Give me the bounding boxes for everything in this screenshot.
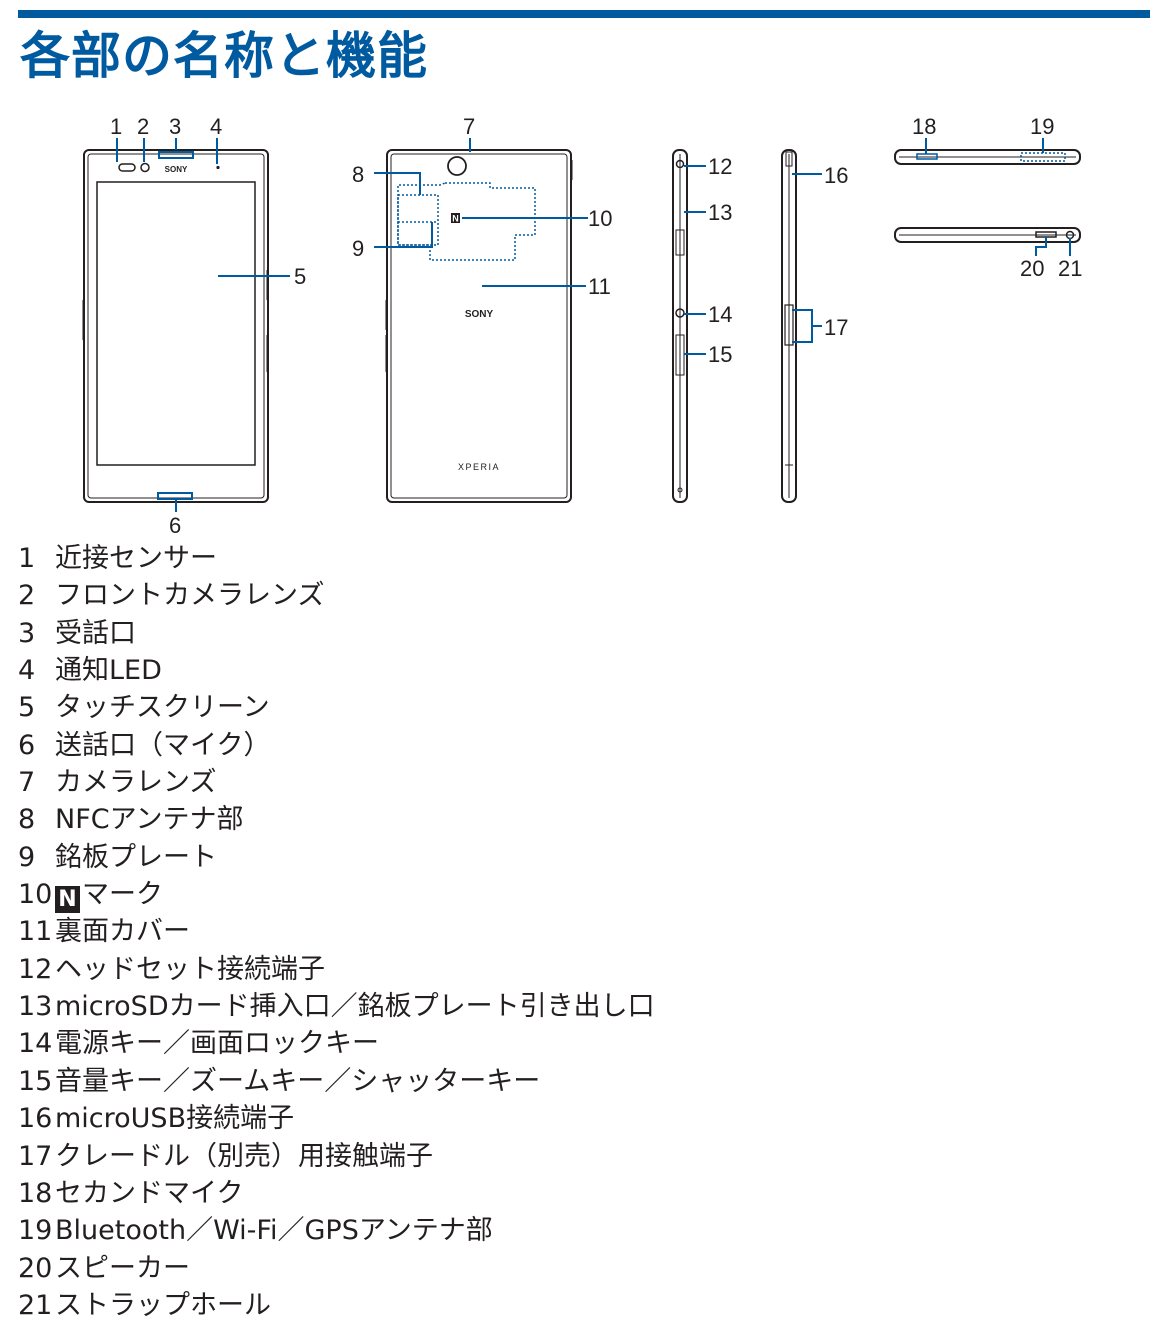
list-item: 20スピーカー — [18, 1252, 190, 1284]
list-item: 14電源キー／画面ロックキー — [18, 1028, 379, 1060]
top-edge-callout-lines — [925, 138, 1044, 154]
phone-parts-diagram: SONY 1 2 3 4 5 6 SONY XPERIA N 7 — [82, 114, 1082, 538]
callout-12: 12 — [708, 154, 732, 179]
front-brand-logo: SONY — [165, 165, 188, 174]
callout-3: 3 — [169, 114, 181, 139]
callout-9: 9 — [352, 236, 364, 261]
nfc-n-mark-symbol: N — [452, 214, 459, 224]
list-item: 16microUSB接続端子 — [18, 1103, 295, 1135]
phone-bottom-edge-view — [894, 227, 1081, 243]
phone-left-side-view — [781, 149, 797, 503]
nfc-n-mark-icon: N — [55, 886, 80, 914]
callout-6: 6 — [169, 513, 181, 538]
list-item: 13microSDカード挿入口／銘板プレート引き出し口 — [18, 991, 655, 1023]
phone-top-edge-view — [894, 149, 1081, 165]
xperia-logo: XPERIA — [458, 462, 500, 472]
callout-1: 1 — [110, 114, 122, 139]
callout-19: 19 — [1030, 114, 1054, 139]
list-item: 17クレードル（別売）用接触端子 — [18, 1140, 433, 1172]
list-item: 11裏面カバー — [18, 916, 190, 948]
phone-back-view — [385, 149, 573, 503]
callout-21: 21 — [1058, 256, 1082, 281]
list-item: 19Bluetooth／Wi-Fi／GPSアンテナ部 — [18, 1215, 493, 1247]
callout-20: 20 — [1020, 256, 1044, 281]
callout-2: 2 — [137, 114, 149, 139]
bottom-edge-callout-lines — [1035, 237, 1071, 256]
list-item: 15音量キー／ズームキー／シャッターキー — [18, 1065, 541, 1097]
mic-highlight — [157, 492, 193, 500]
right-side-callout-lines — [684, 165, 706, 355]
nfc-n-mark-icon — [451, 213, 460, 223]
back-brand-logo: SONY — [465, 309, 494, 320]
phone-front-view — [82, 149, 269, 503]
list-item: 21ストラップホール — [18, 1289, 271, 1321]
title-rule — [18, 10, 1150, 18]
callout-10: 10 — [588, 206, 612, 231]
nfc-antenna-region — [397, 182, 536, 261]
callout-17: 17 — [824, 315, 848, 340]
callout-14: 14 — [708, 302, 732, 327]
page-title: 各部の名称と機能 — [20, 27, 428, 85]
list-item: 18セカンドマイク — [18, 1177, 244, 1209]
callout-5: 5 — [294, 264, 306, 289]
earpiece-highlight — [158, 151, 194, 159]
callout-13: 13 — [708, 200, 732, 225]
left-side-callout-lines — [792, 173, 822, 343]
back-callout-lines — [374, 138, 588, 287]
callout-16: 16 — [824, 163, 848, 188]
callout-15: 15 — [708, 342, 732, 367]
front-callout-lines — [116, 138, 290, 512]
callout-4: 4 — [210, 114, 222, 139]
callout-8: 8 — [352, 162, 364, 187]
callout-18: 18 — [912, 114, 936, 139]
phone-right-side-view — [672, 149, 688, 503]
list-item: 12ヘッドセット接続端子 — [18, 953, 325, 985]
callout-7: 7 — [463, 114, 475, 139]
nameplate-region — [397, 194, 439, 246]
callout-11: 11 — [588, 274, 611, 299]
